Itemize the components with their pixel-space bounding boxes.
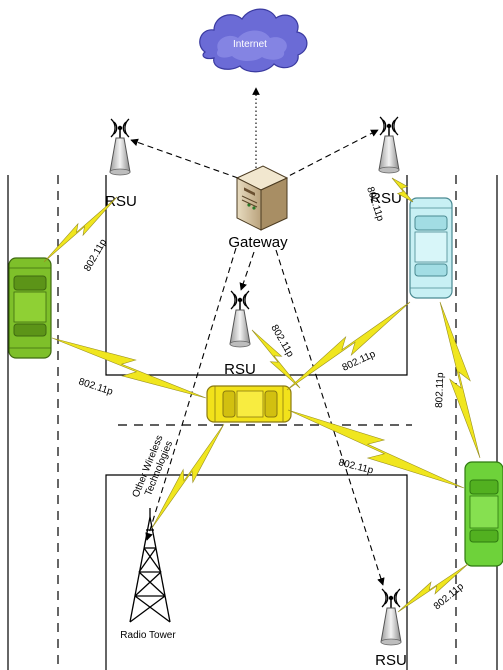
gateway-to-rsu-center-link: [239, 251, 255, 291]
link-label-yellow-to-green: 802.11p: [337, 457, 374, 476]
wireless-links: [43, 177, 481, 613]
lightning-cyan-to-green-icon: [439, 301, 481, 459]
lightning-right-rsu-to-car-icon: [391, 177, 414, 203]
internet-cloud-icon: Internet: [199, 8, 308, 73]
gateway-to-rsu-top-right-link: [280, 129, 379, 181]
road-network: [7, 175, 498, 670]
rsu-bottom-label: RSU: [375, 652, 407, 669]
gateway-to-rsu-bottom-link: [275, 249, 385, 586]
road-lower-block-edge: [105, 474, 408, 670]
lightning-green-to-rsu-bottom-icon: [397, 563, 469, 613]
lightning-yellow-to-tower-icon: [151, 423, 225, 529]
car-yellow-center-icon: [206, 385, 292, 423]
link-label-left-car-to-yellow: 802.11p: [77, 376, 114, 398]
rsu-center-label: RSU: [224, 361, 256, 378]
lightning-right-car-to-yellow-icon: [286, 301, 411, 391]
car-green-left-icon: [8, 257, 52, 359]
rsu-center-antenna-icon: [229, 290, 251, 348]
rsu-bottom-antenna-icon: [380, 588, 402, 646]
lightning-left-car-to-rsu-icon: [43, 196, 118, 263]
car-cyan-right-icon: [409, 197, 453, 299]
rsu-top-right-antenna-icon: [378, 116, 400, 174]
link-label-cyan-to-green: 802.11p: [434, 372, 446, 408]
car-bright-green-right-icon: [464, 461, 503, 567]
gateway-label: Gateway: [228, 234, 288, 251]
lightning-center-rsu-to-car-icon: [251, 329, 301, 389]
rsu-top-left-antenna-icon: [109, 118, 131, 176]
rsu-top-left-label: RSU: [105, 193, 137, 210]
lightning-left-car-to-yellow-icon: [51, 337, 207, 399]
radio-tower-label: Radio Tower: [120, 630, 176, 641]
rsu-top-right-label: RSU: [370, 190, 402, 207]
radio-tower-icon: [129, 508, 171, 623]
road-upper-block-edge: [105, 175, 408, 376]
internet-label: Internet: [233, 39, 267, 50]
gateway-server-icon: [235, 165, 289, 231]
gateway-to-rsu-top-left-link: [130, 138, 239, 179]
lightning-yellow-to-green-icon: [287, 409, 465, 489]
link-label-right-car-to-yellow: 802.11p: [341, 349, 378, 374]
